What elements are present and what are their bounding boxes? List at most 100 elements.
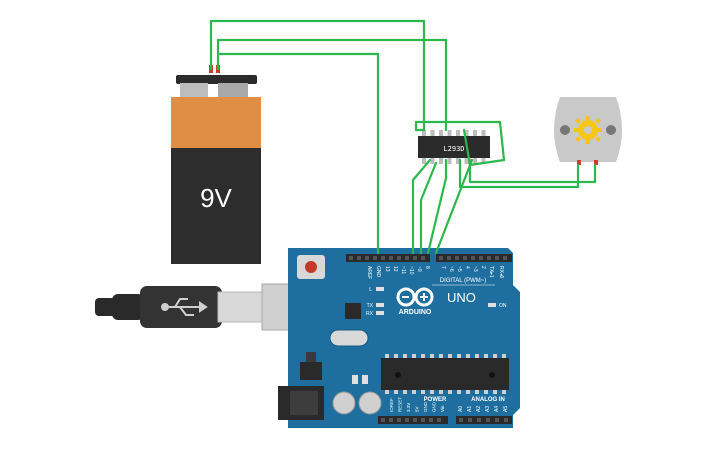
driver-leg[interactable] — [456, 130, 460, 136]
wire-driver-to-motor-2[interactable] — [468, 158, 597, 184]
motor-driver-label: L293D — [443, 145, 464, 153]
usb-chip — [345, 303, 361, 319]
pin-hole[interactable] — [495, 256, 499, 260]
pin-hole[interactable] — [468, 418, 472, 422]
chip-leg — [502, 390, 506, 394]
pin-hole[interactable] — [413, 418, 417, 422]
chip-leg — [448, 390, 452, 394]
pin-hole[interactable] — [421, 418, 425, 422]
driver-leg[interactable] — [473, 130, 477, 136]
driver-leg[interactable] — [447, 130, 452, 136]
usb-cable[interactable] — [95, 283, 319, 331]
battery-top-band — [171, 97, 261, 149]
motor-driver-l293d[interactable]: L293D — [418, 130, 490, 164]
wire-battery-pos-to-driver[interactable] — [209, 19, 426, 132]
driver-leg[interactable] — [464, 158, 469, 164]
pin-hole[interactable] — [504, 418, 508, 422]
power-pin-label: 3.3V — [406, 403, 411, 412]
pin-hole[interactable] — [405, 256, 409, 260]
pin-hole[interactable] — [429, 418, 433, 422]
pin-hole[interactable] — [437, 418, 441, 422]
pin-hole[interactable] — [389, 256, 393, 260]
pin-hole[interactable] — [479, 256, 483, 260]
pin-hole[interactable] — [439, 256, 443, 260]
driver-leg[interactable] — [481, 130, 486, 136]
pin-hole[interactable] — [486, 418, 490, 422]
driver-leg[interactable] — [456, 158, 460, 164]
wire-gnd-to-battery[interactable] — [218, 52, 380, 255]
pin-hole[interactable] — [357, 256, 361, 260]
led-tx-label: TX — [367, 303, 374, 309]
driver-leg[interactable] — [430, 158, 435, 164]
top-pin-label: ~6 — [448, 266, 454, 272]
wire-battery-neg-to-driver[interactable] — [216, 38, 448, 132]
pin-hole[interactable] — [349, 256, 353, 260]
pin-hole[interactable] — [413, 256, 417, 260]
pin-hole[interactable] — [397, 256, 401, 260]
barrel-jack-face — [290, 391, 318, 415]
pin-hole[interactable] — [459, 418, 463, 422]
arduino-model: UNO — [447, 290, 476, 305]
analog-pin-label: A5 — [503, 406, 509, 412]
pin-hole[interactable] — [447, 256, 451, 260]
dc-motor[interactable] — [554, 97, 622, 165]
led-on — [488, 303, 496, 307]
motor-terminal-2 — [594, 160, 598, 165]
power-pin-label: IOREF — [389, 398, 394, 412]
pin-hole[interactable] — [495, 418, 499, 422]
usb-cable-tail — [95, 298, 115, 316]
pin-hole[interactable] — [373, 256, 377, 260]
pin-hole[interactable] — [365, 256, 369, 260]
digital-header-label: DIGITAL (PWM~) — [440, 278, 487, 284]
top-pin-label: ~9 — [416, 266, 422, 272]
top-pin-label: 12 — [392, 266, 398, 272]
driver-leg[interactable] — [422, 130, 426, 136]
chip-leg — [466, 354, 470, 358]
pin-hole[interactable] — [381, 418, 385, 422]
top-pin-label: 8 — [424, 266, 430, 269]
pin-hole[interactable] — [397, 418, 401, 422]
wires — [209, 19, 597, 255]
wire-pin7-to-driver[interactable] — [434, 158, 474, 255]
pin-hole[interactable] — [477, 418, 481, 422]
driver-leg[interactable] — [481, 158, 486, 164]
wire-pin8-to-driver[interactable] — [426, 158, 448, 255]
battery-body — [171, 148, 261, 264]
power-pin-label: Vin — [440, 405, 445, 412]
pin-hole[interactable] — [487, 256, 491, 260]
driver-leg[interactable] — [447, 158, 452, 164]
led-rx-label: RX — [366, 311, 374, 317]
driver-leg[interactable] — [439, 130, 443, 136]
wire-pin9-to-driver[interactable] — [419, 161, 438, 255]
pin-hole[interactable] — [455, 256, 459, 260]
voltage-regulator — [300, 362, 322, 380]
analog-pin-label: A3 — [485, 406, 491, 412]
chip-leg — [421, 354, 425, 358]
driver-leg[interactable] — [473, 158, 477, 164]
usb-cable-strain — [112, 294, 144, 320]
driver-leg[interactable] — [439, 158, 443, 164]
top-pin-label: 2 — [480, 266, 486, 269]
chip-leg — [475, 390, 479, 394]
pin-hole[interactable] — [405, 418, 409, 422]
top-pin-holes — [349, 256, 507, 260]
pin-hole[interactable] — [503, 256, 507, 260]
pin-hole[interactable] — [471, 256, 475, 260]
driver-leg[interactable] — [422, 158, 426, 164]
wire-driver-to-motor-1[interactable] — [458, 158, 580, 189]
battery-9v[interactable]: 9V — [171, 65, 261, 264]
usb-plug-metal — [217, 291, 265, 323]
driver-leg[interactable] — [430, 130, 435, 136]
pin-hole[interactable] — [381, 256, 385, 260]
power-pin-label: GND — [432, 401, 437, 412]
wire-pin10-to-driver[interactable] — [411, 158, 432, 255]
driver-leg[interactable] — [464, 130, 469, 136]
pin-hole[interactable] — [463, 256, 467, 260]
led-l — [376, 287, 384, 291]
top-pin-label: 4 — [464, 266, 470, 269]
pin-hole[interactable] — [421, 256, 425, 260]
chip-leg — [457, 354, 461, 358]
bottom-pin-holes — [381, 418, 508, 422]
pin-hole[interactable] — [389, 418, 393, 422]
